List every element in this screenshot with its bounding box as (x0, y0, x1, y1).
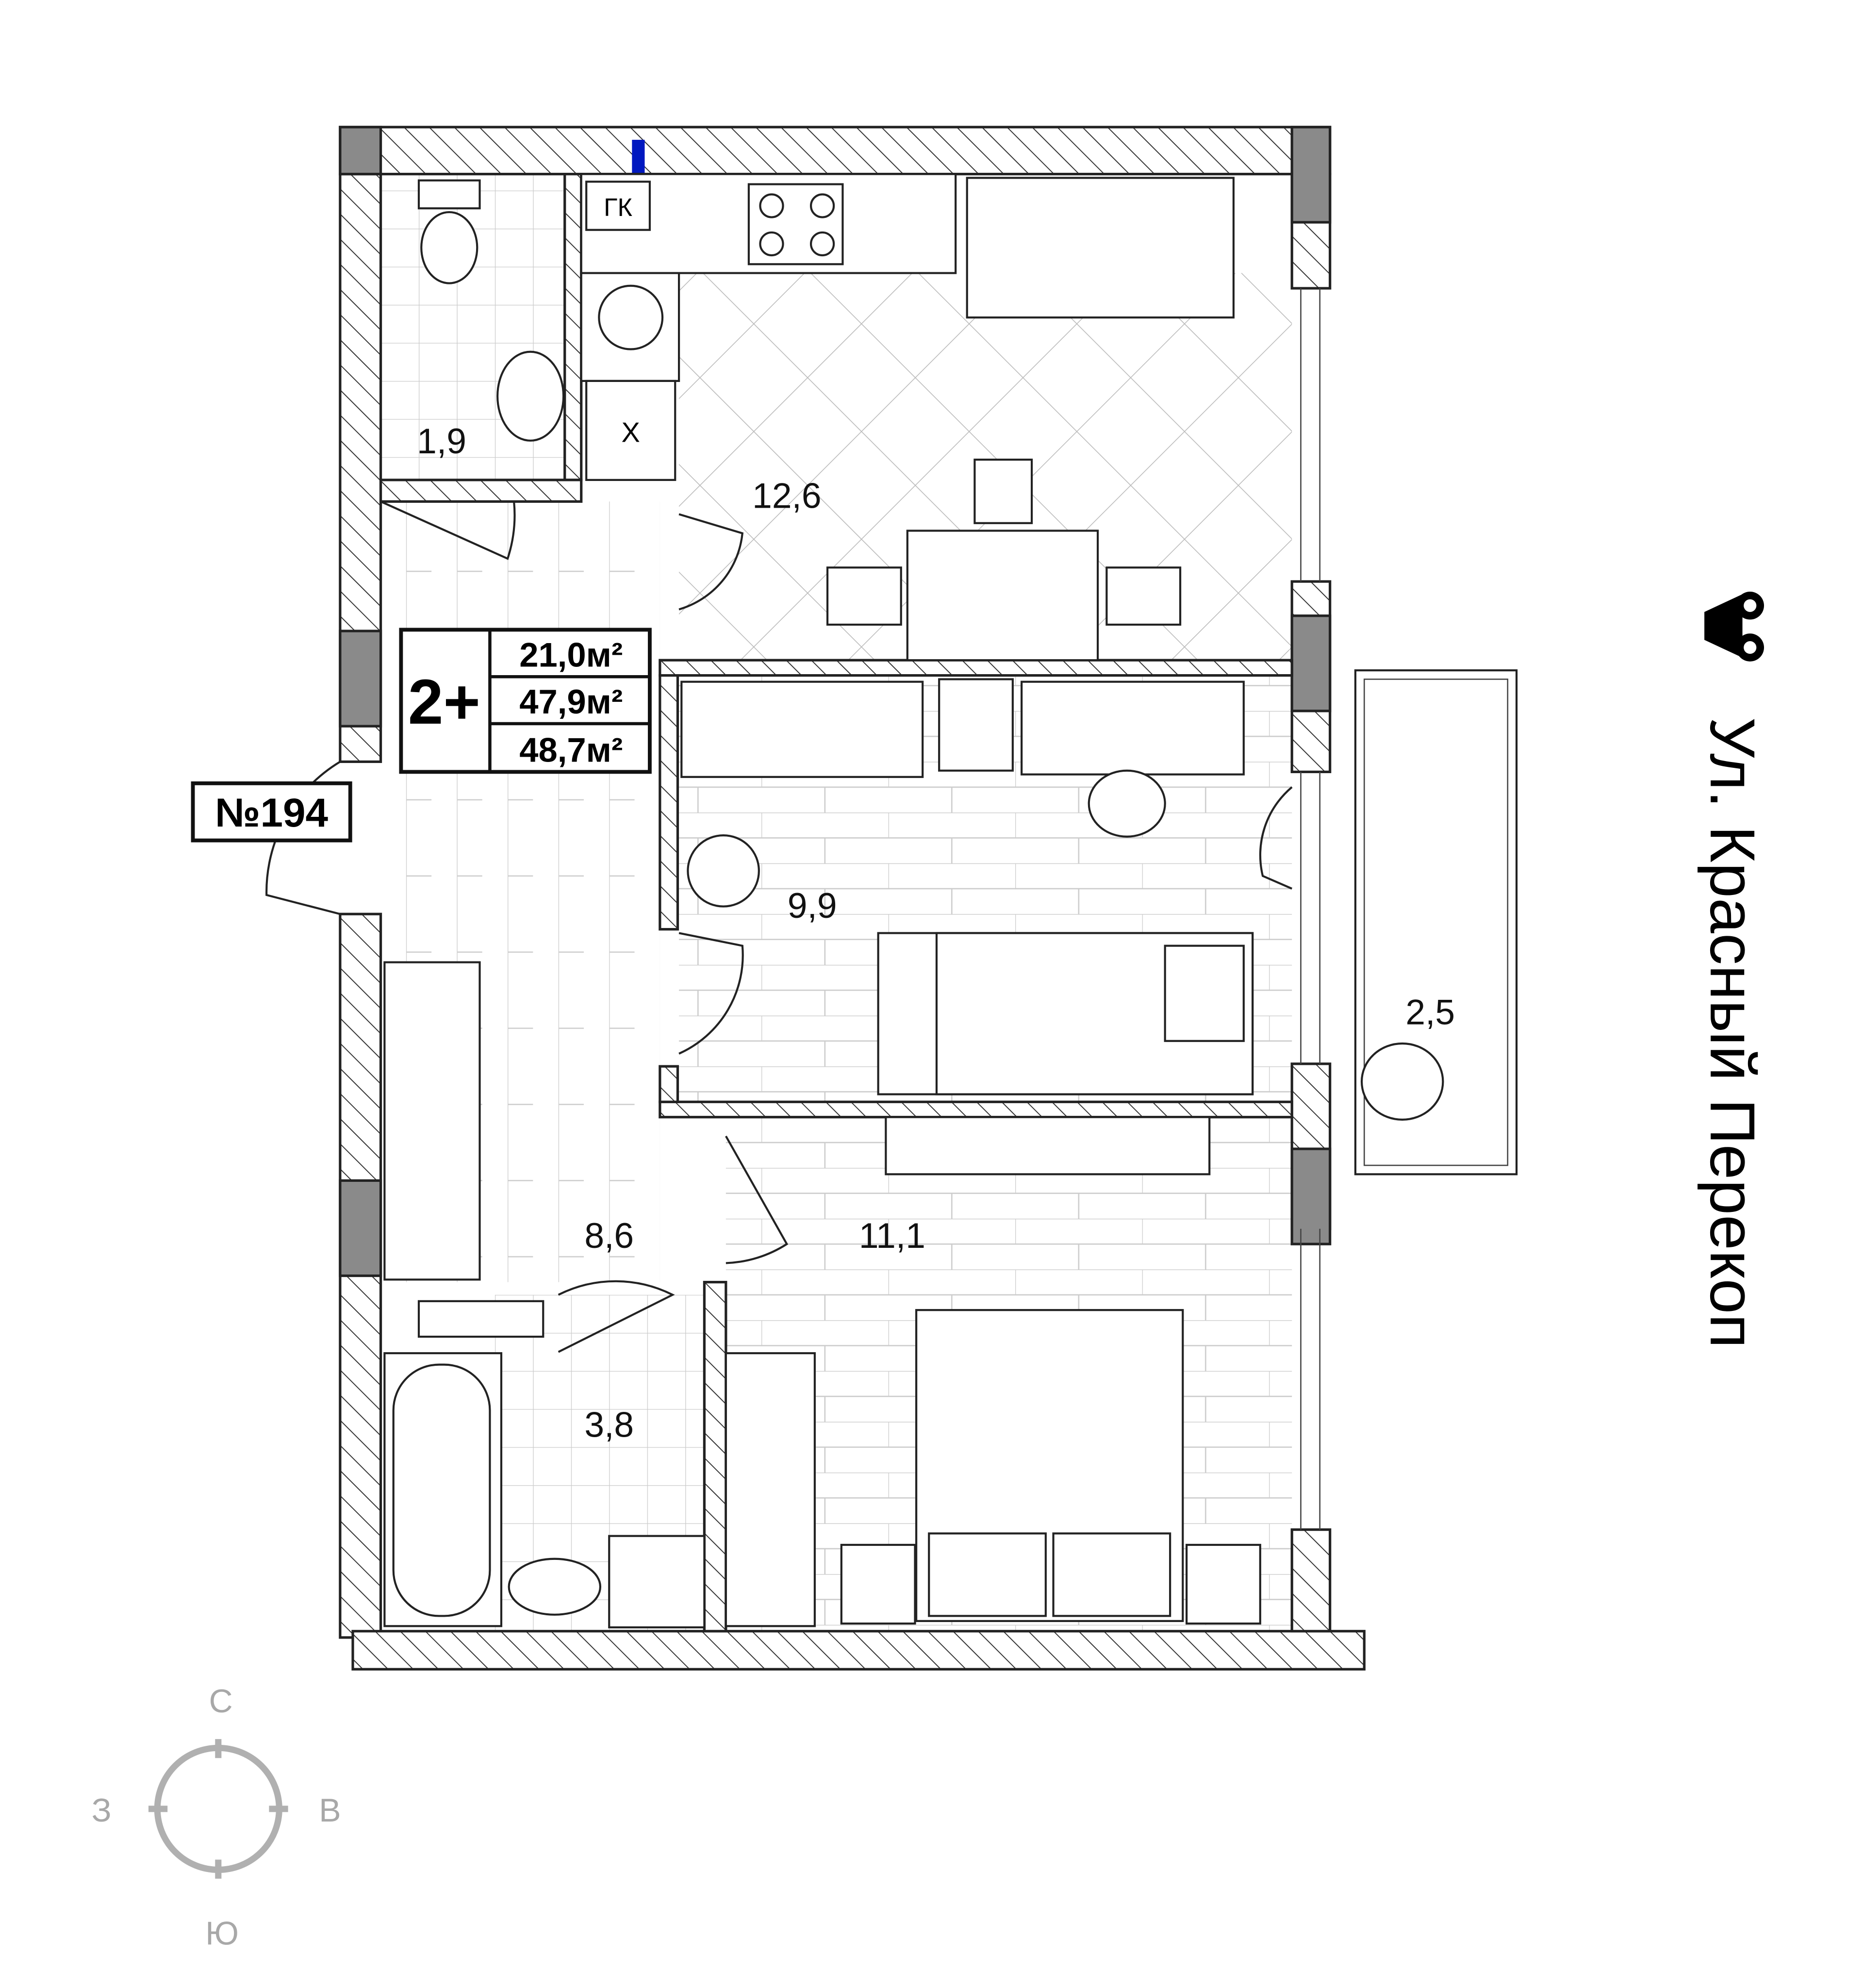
rooms-count: 2+ (408, 666, 480, 737)
room-area-kitchen: 12,6 (752, 476, 822, 515)
room-area-bathroom: 3,8 (584, 1405, 634, 1445)
furniture (383, 173, 1261, 1629)
compass: С В Ю З (92, 1683, 341, 1952)
room-area-bedroom-small: 9,9 (788, 886, 837, 926)
total-area-with-balcony: 48,7м² (519, 730, 623, 769)
compass-north: С (209, 1683, 232, 1720)
balcony (1354, 669, 1518, 1176)
compass-west: З (92, 1792, 112, 1829)
room-area-bedroom-large: 11,1 (859, 1216, 925, 1256)
living-area: 21,0м² (519, 635, 623, 674)
windows (1300, 288, 1321, 1530)
boiler-label: ГК (604, 194, 632, 222)
room-area-labels: 1,9 12,6 9,9 2,5 8,6 11,1 3,8 (417, 421, 1455, 1445)
apartment-number: №194 (215, 790, 328, 835)
apartment-info-box: 2+ 21,0м² 47,9м² 48,7м² (399, 628, 652, 774)
room-area-toilet: 1,9 (417, 421, 466, 461)
total-area: 47,9м² (519, 682, 623, 721)
walls (339, 126, 1366, 1671)
apartment-number-badge: №194 (191, 781, 352, 843)
fridge-label: Х (622, 417, 640, 448)
compass-east: В (319, 1792, 341, 1829)
binoculars-icon (1704, 592, 1764, 662)
compass-south: Ю (205, 1915, 239, 1952)
room-area-hallway: 8,6 (584, 1216, 634, 1256)
street-name: Ул. Красный Перекоп (1697, 717, 1768, 1348)
room-area-balcony: 2,5 (1405, 993, 1455, 1032)
